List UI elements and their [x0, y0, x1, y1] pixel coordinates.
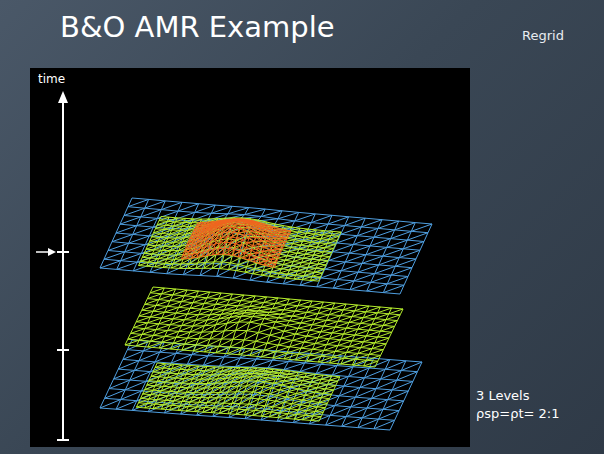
time-axis: [36, 91, 69, 440]
mesh-grid: [181, 219, 291, 268]
slide-title: B&O AMR Example: [60, 10, 335, 44]
mesh-grid: [136, 363, 340, 421]
mesh-grid: [100, 340, 422, 430]
mesh-grid: [125, 287, 403, 367]
level-note: 3 Levels: [476, 388, 530, 403]
mesh-grid: [139, 217, 341, 282]
step-note: Regrid: [522, 28, 564, 43]
ratio-note: ρsp=ρt= 2:1: [476, 406, 559, 421]
figure-panel: [30, 68, 470, 447]
axis-label: time: [38, 72, 65, 86]
mesh-levels: [100, 198, 432, 430]
mesh-grid: [100, 198, 432, 294]
